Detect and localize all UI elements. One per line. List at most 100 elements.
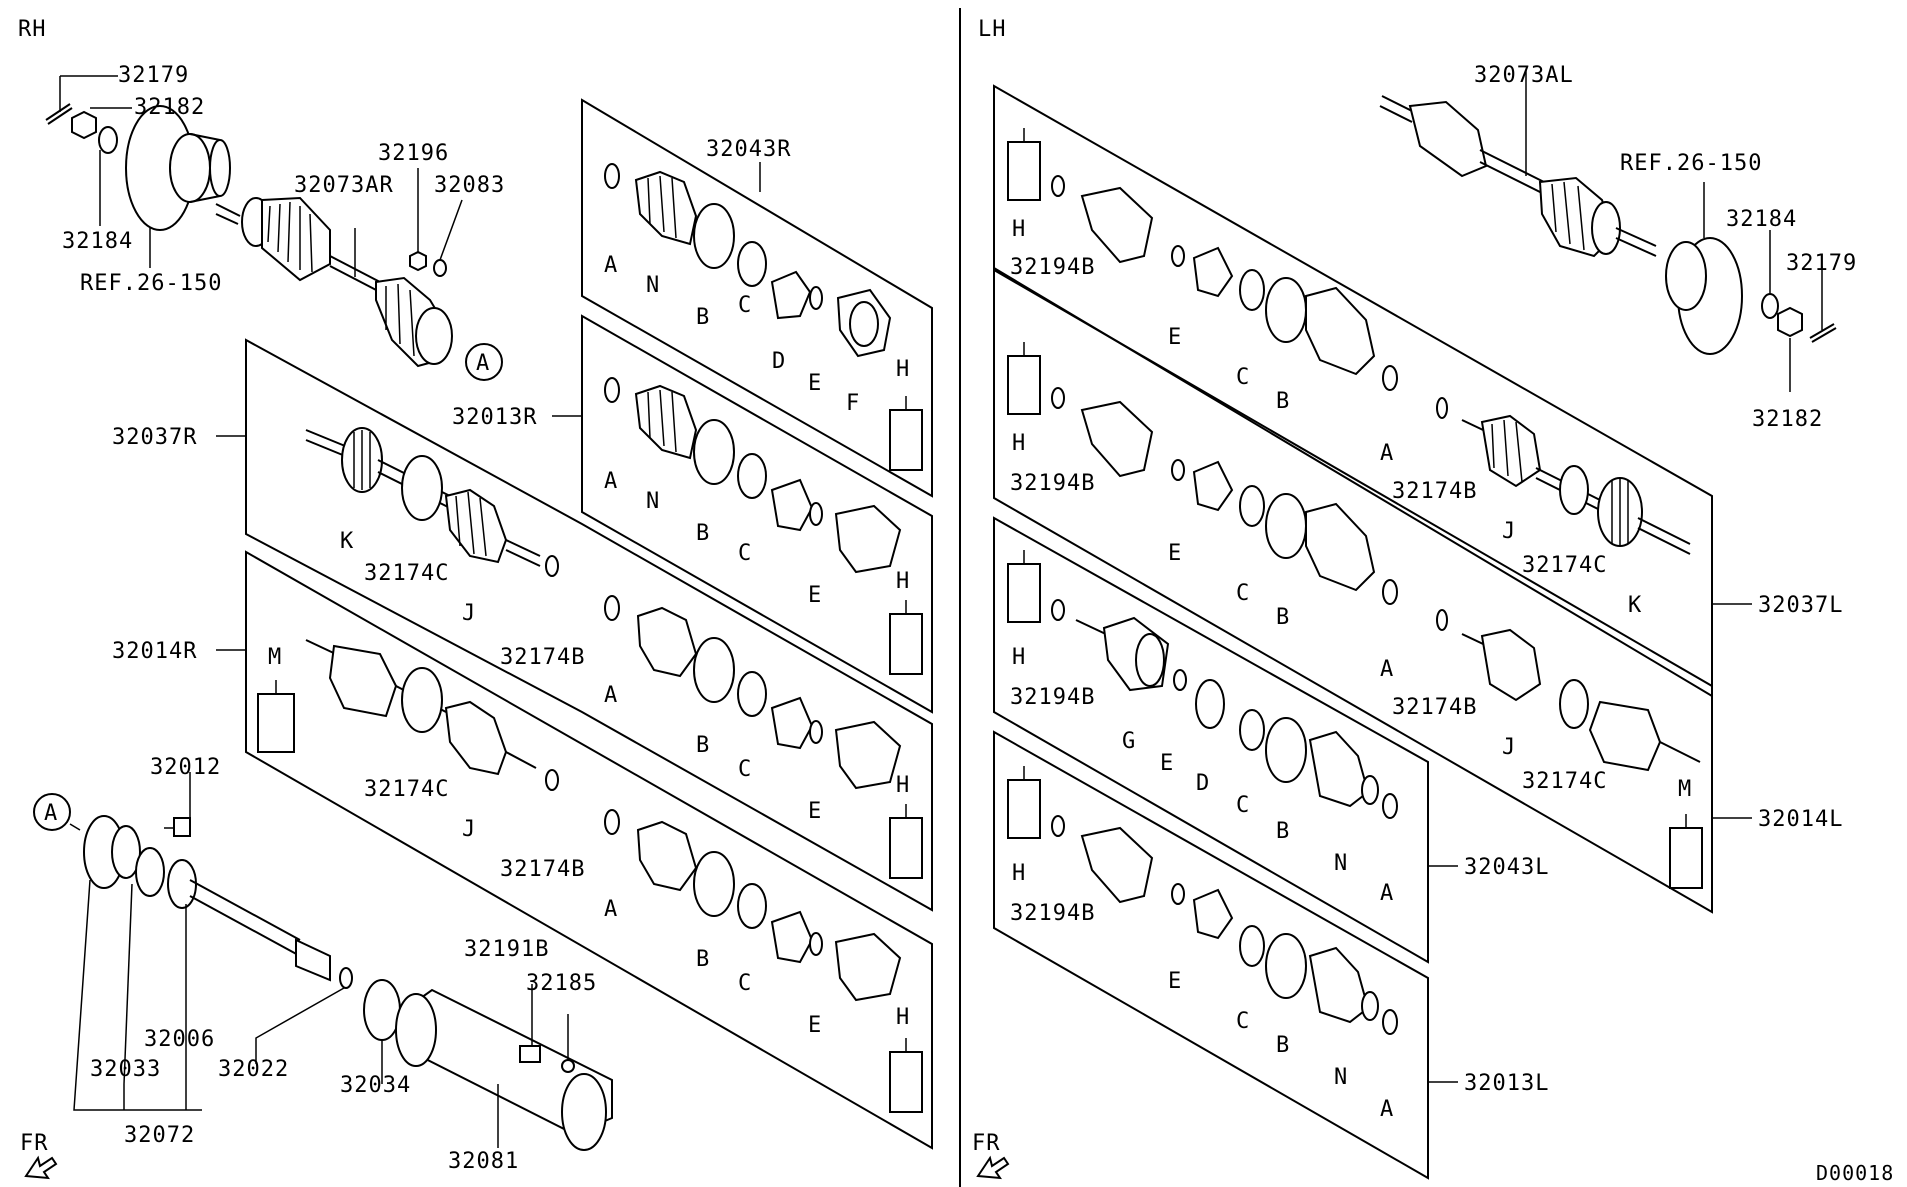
label-ref-lh: REF.26-150 xyxy=(1620,151,1762,176)
rh1-a: A xyxy=(604,253,618,278)
label-32037R: 32037R xyxy=(112,425,197,450)
panel-32043R xyxy=(581,98,933,498)
lh2-j: J xyxy=(1502,735,1516,760)
lh4-c: C xyxy=(1236,1009,1250,1034)
rh1-e: E xyxy=(808,371,822,396)
panel-32037R xyxy=(245,338,933,912)
label-32006: 32006 xyxy=(144,1027,215,1052)
lh2-m: M xyxy=(1678,777,1692,802)
lh1-h: H xyxy=(1012,217,1026,242)
parts-32037R-kit xyxy=(604,595,923,879)
lh2-e: E xyxy=(1168,541,1182,566)
label-32073AL: 32073AL xyxy=(1474,63,1574,88)
lh1-b: B xyxy=(1276,389,1290,414)
rh4-b174: 32174B xyxy=(500,857,585,882)
lh1-k: K xyxy=(1628,593,1642,618)
parts-32037R xyxy=(305,427,559,577)
rh4-b: B xyxy=(696,947,710,972)
lh1-c174: 32174C xyxy=(1522,553,1607,578)
parts-32014R xyxy=(257,639,923,1113)
rh4-a: A xyxy=(604,897,618,922)
panel-32013L xyxy=(993,730,1429,1180)
label-32043R: 32043R xyxy=(706,137,791,162)
rh3-c174: 32174C xyxy=(364,561,449,586)
lh3-c: C xyxy=(1236,793,1250,818)
lh3-n: N xyxy=(1334,851,1348,876)
panel-32037L xyxy=(993,84,1713,698)
rh3-k: K xyxy=(340,529,354,554)
label-32034: 32034 xyxy=(340,1073,411,1098)
panel-32014R xyxy=(245,550,933,1150)
lh4-e: E xyxy=(1168,969,1182,994)
label-32014L: 32014L xyxy=(1758,807,1843,832)
label-32196: 32196 xyxy=(378,141,449,166)
rh4-j: J xyxy=(462,817,476,842)
lh3-d: D xyxy=(1196,771,1210,796)
fr-arrow-left xyxy=(24,1155,58,1180)
parts-32013R xyxy=(604,377,923,675)
rh1-f: F xyxy=(846,391,860,416)
lh4-h: H xyxy=(1012,861,1026,886)
label-32182-lh: 32182 xyxy=(1752,407,1823,432)
lh-driveshaft-assembly xyxy=(1379,70,1837,392)
lh2-c: C xyxy=(1236,581,1250,606)
rh4-c174: 32174C xyxy=(364,777,449,802)
label-32179-rh: 32179 xyxy=(118,63,189,88)
rh1-c: C xyxy=(738,293,752,318)
lh4-b194: 32194B xyxy=(1010,901,1095,926)
fr-label-left: FR xyxy=(20,1131,49,1156)
rh2-h: H xyxy=(896,569,910,594)
parts-32014L xyxy=(1007,342,1703,889)
lh2-h: H xyxy=(1012,431,1026,456)
label-32013R: 32013R xyxy=(452,405,537,430)
parts-32043L xyxy=(1007,550,1398,819)
rh4-h: H xyxy=(896,1005,910,1030)
rh2-c: C xyxy=(738,541,752,566)
fr-label-right: FR xyxy=(972,1131,1001,1156)
lh4-n: N xyxy=(1334,1065,1348,1090)
label-32033: 32033 xyxy=(90,1057,161,1082)
lh1-b174: 32174B xyxy=(1392,479,1477,504)
callout-a-rh-top: A xyxy=(476,351,490,376)
panel-32014L xyxy=(993,268,1713,914)
label-ref-rh: REF.26-150 xyxy=(80,271,222,296)
label-32185: 32185 xyxy=(526,971,597,996)
rh3-j: J xyxy=(462,601,476,626)
panel-32013R xyxy=(581,314,933,714)
panel-32043L xyxy=(993,516,1429,964)
label-32022: 32022 xyxy=(218,1057,289,1082)
rh4-e: E xyxy=(808,1013,822,1038)
label-32184-lh: 32184 xyxy=(1726,207,1797,232)
lh2-c174: 32174C xyxy=(1522,769,1607,794)
rh1-h: H xyxy=(896,357,910,382)
lh1-b194: 32194B xyxy=(1010,255,1095,280)
rh2-n: N xyxy=(646,489,660,514)
rh-hub-assembly: A xyxy=(45,75,503,381)
lh3-b194: 32194B xyxy=(1010,685,1095,710)
rh2-a: A xyxy=(604,469,618,494)
lh3-e: E xyxy=(1160,751,1174,776)
parts-32013L xyxy=(1007,766,1398,1035)
rh-label: RH xyxy=(18,17,47,42)
rh3-b174: 32174B xyxy=(500,645,585,670)
lh3-b: B xyxy=(1276,819,1290,844)
label-32013L: 32013L xyxy=(1464,1071,1549,1096)
label-32083: 32083 xyxy=(434,173,505,198)
label-32014R: 32014R xyxy=(112,639,197,664)
lh2-b174: 32174B xyxy=(1392,695,1477,720)
lh1-e: E xyxy=(1168,325,1182,350)
lh1-j: J xyxy=(1502,519,1516,544)
lh1-c: C xyxy=(1236,365,1250,390)
rh3-h: H xyxy=(896,773,910,798)
rh4-m: M xyxy=(268,645,282,670)
rh4-c: C xyxy=(738,971,752,996)
lh3-g: G xyxy=(1122,729,1136,754)
diagram-code: D00018 xyxy=(1816,1161,1894,1185)
label-32081: 32081 xyxy=(448,1149,519,1174)
label-32191B: 32191B xyxy=(464,937,549,962)
lh2-a: A xyxy=(1380,657,1394,682)
rh-intermediate-shaft xyxy=(33,772,613,1151)
rh1-d: D xyxy=(772,349,786,374)
label-32073AR: 32073AR xyxy=(294,173,394,198)
